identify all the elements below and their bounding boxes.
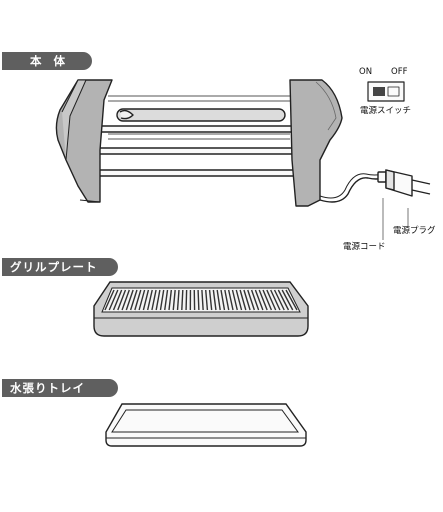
grill-ridge (108, 289, 119, 311)
heater-element (116, 108, 286, 122)
grill-ridge (146, 289, 153, 311)
grill-ridge (151, 289, 157, 311)
grill-ridge (112, 289, 123, 311)
grill-ridge (121, 289, 130, 311)
grill-ridge (250, 289, 260, 311)
grill-ridge (216, 289, 221, 311)
grill-ridge (243, 289, 251, 311)
grill-ridge (220, 289, 226, 311)
grill-ridge (273, 289, 285, 311)
grill-ridge (176, 289, 180, 311)
power-cord (319, 177, 385, 203)
power-cord-label: 電源コード (343, 242, 386, 252)
grill-ridge (142, 289, 150, 311)
grill-ridge (254, 289, 264, 311)
grill-ridge (258, 289, 268, 311)
grill-ridge (262, 289, 273, 311)
right-end-panel (289, 79, 343, 207)
grill-ridge (270, 289, 281, 311)
grill-ridge (277, 289, 290, 311)
switch-off-label: OFF (391, 67, 408, 77)
water-tray (105, 403, 307, 447)
grill-ridge (159, 289, 165, 311)
switch-on-label: ON (359, 67, 373, 77)
grill-ridge (129, 289, 138, 311)
grill-ridge (134, 289, 142, 311)
grill-ridge (235, 289, 243, 311)
power-plug (377, 169, 431, 197)
power-switch-label: 電源スイッチ (360, 106, 412, 116)
grill-ridge (224, 289, 230, 311)
grill-ridge (197, 289, 200, 311)
grill-ridges (104, 289, 298, 311)
section-label-grill-plate: グリルプレート (2, 258, 118, 276)
grill-ridge (212, 289, 217, 311)
section-label-body: 本 体 (2, 52, 92, 70)
grill-ridge (201, 289, 204, 311)
grill-ridge (138, 289, 146, 311)
grill-ridge (205, 289, 209, 311)
grill-ridge (172, 289, 176, 311)
grill-ridge (185, 289, 188, 311)
grill-ridge (208, 289, 213, 311)
grill-ridge (164, 289, 169, 311)
grill-ridge (239, 289, 247, 311)
grill-ridge (285, 289, 298, 311)
grill-ridge (227, 289, 234, 311)
back-rods (108, 95, 290, 140)
grill-ridge (125, 289, 134, 311)
power-switch (367, 81, 405, 102)
main-unit (55, 79, 431, 240)
grill-ridge (168, 289, 173, 311)
grill-ridge (155, 289, 161, 311)
grill-ridge (266, 289, 277, 311)
grill-ridge (117, 289, 127, 311)
grill-plate (93, 281, 309, 337)
grill-ridge (247, 289, 255, 311)
grill-ridge (281, 289, 294, 311)
power-plug-label: 電源プラグ (393, 226, 436, 236)
section-label-water-tray: 水張りトレイ (2, 379, 118, 397)
grill-ridge (104, 289, 115, 311)
grill-ridge (181, 289, 184, 311)
grill-ridge (231, 289, 238, 311)
